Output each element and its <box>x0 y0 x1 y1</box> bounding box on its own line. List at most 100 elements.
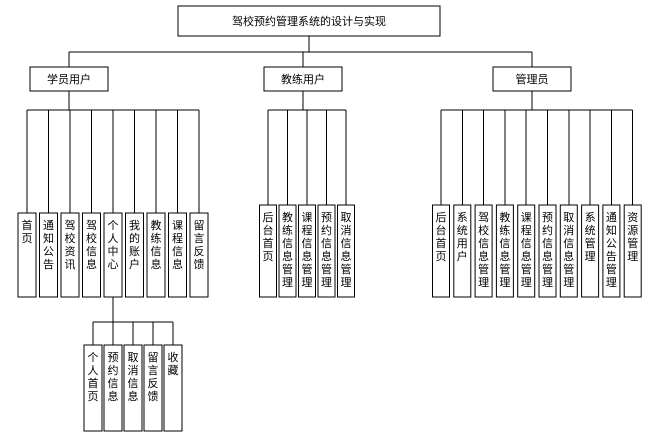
group-2-child-0-label: 后台首页 <box>436 211 447 263</box>
subgroup-child-1-label: 预约信息 <box>108 351 119 403</box>
group-node-2-label: 管理员 <box>516 72 549 86</box>
group-0-child-7-label: 课程信息 <box>172 219 183 271</box>
group-0-child-0-label: 首页 <box>22 218 33 245</box>
group-0-child-3: 驾校信息 <box>82 212 101 298</box>
group-2-child-0: 后台首页 <box>432 204 450 298</box>
group-0-child-5-label: 我的账户 <box>129 219 140 271</box>
group-0-child-6-label: 教练信息 <box>151 219 162 271</box>
group-2-child-6-box <box>559 204 578 298</box>
group-2-child-3-box <box>495 204 514 298</box>
root-node-box <box>177 5 441 37</box>
group-2-child-7-label: 系统管理 <box>585 211 596 263</box>
group-0-child-2-label: 驾校资讯 <box>65 219 76 271</box>
group-0-child-4-label: 个人中心 <box>108 219 119 271</box>
group-0-child-4-box <box>103 212 123 298</box>
group-2-child-5-label: 预约信息管理 <box>542 211 553 289</box>
subgroup-child-0: 个人首页 <box>83 344 103 432</box>
root-node: 驾校预约管理系统的设计与实现 <box>177 5 441 37</box>
group-2-child-6: 取消信息管理 <box>559 204 578 298</box>
group-1-child-4: 取消信息管理 <box>337 204 355 298</box>
group-node-2: 管理员 <box>492 66 572 92</box>
group-2-child-2-box <box>474 204 493 298</box>
group-1-child-1-label: 教练信息管理 <box>282 211 293 289</box>
group-0-child-2-box <box>60 212 80 298</box>
group-0-child-3-label: 驾校信息 <box>86 219 97 271</box>
group-1-child-3: 预约信息管理 <box>317 204 336 298</box>
group-2-child-3: 教练信息管理 <box>495 204 514 298</box>
group-2-child-4-box <box>517 204 536 298</box>
group-1-child-2: 课程信息管理 <box>298 204 316 298</box>
group-2-child-8-box <box>602 204 621 298</box>
subgroup-child-1-box <box>103 344 123 432</box>
subgroup-child-4-box <box>163 344 183 432</box>
group-2-child-8-label: 通知公告管理 <box>606 211 617 289</box>
subgroup-child-2-label: 取消信息 <box>128 351 139 403</box>
group-2-child-1: 系统用户 <box>453 204 472 298</box>
group-2-child-2: 驾校信息管理 <box>474 204 493 298</box>
group-node-0: 学员用户 <box>29 66 109 92</box>
group-2-child-4-label: 课程信息管理 <box>521 211 532 289</box>
group-0-child-0-box <box>17 212 37 298</box>
group-1-child-0-label: 后台首页 <box>263 211 274 263</box>
group-2-child-9-label: 资源管理 <box>627 211 638 263</box>
group-2-child-2-label: 驾校信息管理 <box>478 211 489 289</box>
group-2-child-6-label: 取消信息管理 <box>563 211 574 289</box>
group-node-1-label: 教练用户 <box>281 72 325 86</box>
group-0-child-0: 首页 <box>17 212 37 298</box>
connector-lines <box>26 36 634 345</box>
group-0-child-7: 课程信息 <box>168 212 187 298</box>
group-0-child-6-box <box>146 212 166 298</box>
group-2-child-8: 通知公告管理 <box>602 204 621 298</box>
group-1-child-1-box <box>278 204 297 298</box>
group-0-child-8-box <box>189 212 209 298</box>
group-2-child-0-box <box>432 204 450 298</box>
group-2-child-7-box <box>581 204 600 298</box>
group-node-1: 教练用户 <box>263 66 343 92</box>
group-0-child-1-box <box>39 212 58 298</box>
subgroup-child-1: 预约信息 <box>103 344 123 432</box>
group-0-child-4: 个人中心 <box>103 212 123 298</box>
group-0-child-2: 驾校资讯 <box>60 212 80 298</box>
group-node-0-label: 学员用户 <box>47 72 91 86</box>
group-1-child-0-box <box>259 204 277 298</box>
group-0-child-3-box <box>82 212 101 298</box>
group-0-child-1: 通知公告 <box>39 212 58 298</box>
group-2-child-1-box <box>453 204 472 298</box>
group-2-child-7: 系统管理 <box>581 204 600 298</box>
group-2-child-9: 资源管理 <box>623 204 642 298</box>
subgroup-child-0-box <box>83 344 103 432</box>
subgroup-child-0-label: 个人首页 <box>88 351 99 403</box>
subgroup-child-3-box <box>143 344 163 432</box>
group-0-child-8: 留言反馈 <box>189 212 209 298</box>
group-0-child-6: 教练信息 <box>146 212 166 298</box>
group-2-child-3-label: 教练信息管理 <box>499 211 510 289</box>
subgroup-child-2-box <box>123 344 143 432</box>
group-node-2-box <box>492 66 572 92</box>
group-1-child-1: 教练信息管理 <box>278 204 297 298</box>
subgroup-child-3-label: 留言反馈 <box>148 351 159 403</box>
group-2-child-5: 预约信息管理 <box>538 204 557 298</box>
group-0-child-8-label: 留言反馈 <box>194 219 205 271</box>
group-1-child-3-box <box>317 204 336 298</box>
group-1-child-4-box <box>337 204 355 298</box>
group-2-child-5-box <box>538 204 557 298</box>
group-0-child-7-box <box>168 212 187 298</box>
group-node-0-box <box>29 66 109 92</box>
group-2-child-1-label: 系统用户 <box>457 211 468 263</box>
subgroup-child-2: 取消信息 <box>123 344 143 432</box>
group-2-child-4: 课程信息管理 <box>517 204 536 298</box>
group-1-child-0: 后台首页 <box>259 204 277 298</box>
group-node-1-box <box>263 66 343 92</box>
group-1-child-2-box <box>298 204 316 298</box>
group-0-child-5-box <box>125 212 144 298</box>
subgroup-child-4-label: 收藏 <box>168 350 179 377</box>
diagram-nodes: 驾校预约管理系统的设计与实现学员用户首页通知公告驾校资讯驾校信息个人中心我的账户… <box>17 5 642 432</box>
group-1-child-2-label: 课程信息管理 <box>302 211 313 289</box>
subgroup-child-3: 留言反馈 <box>143 344 163 432</box>
group-2-child-9-box <box>623 204 642 298</box>
group-1-child-3-label: 预约信息管理 <box>321 211 332 289</box>
root-node-label: 驾校预约管理系统的设计与实现 <box>232 14 386 28</box>
group-0-child-1-label: 通知公告 <box>43 219 54 271</box>
group-1-child-4-label: 取消信息管理 <box>341 211 352 289</box>
